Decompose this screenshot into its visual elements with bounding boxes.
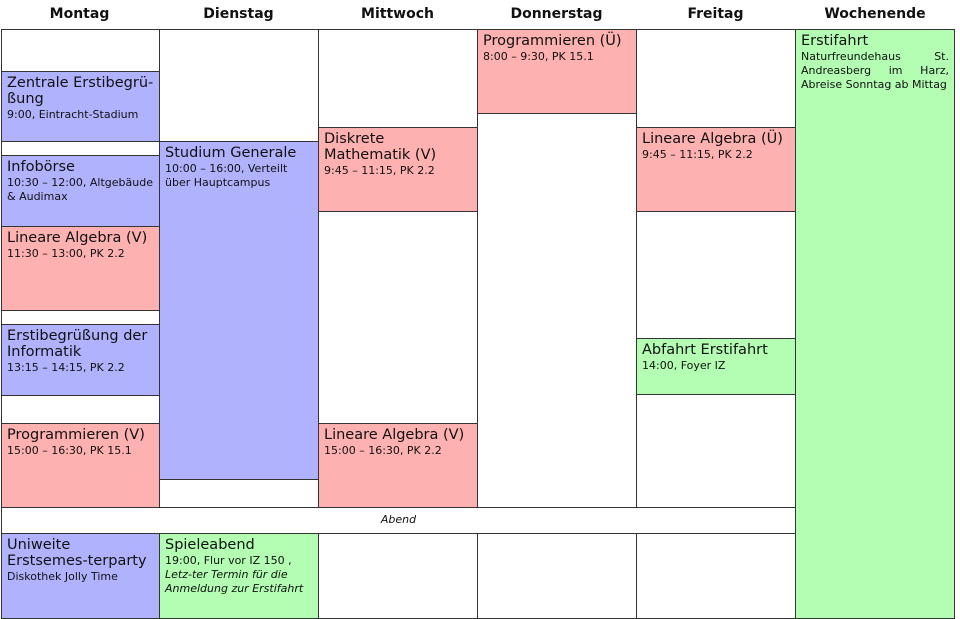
event-detail: 10:30 – 12:00, Altgebäude & Audimax [7, 176, 153, 203]
event-detail: 19:00, Flur vor IZ 150 , Letz-ter Termin… [165, 554, 313, 596]
event-title: Zentrale Erstibegrü-ßung [7, 75, 154, 107]
event-detail-note: Letz-ter Termin für die Anmeldung zur Er… [165, 568, 304, 595]
event-erstifahrt[interactable]: Erstifahrt Naturfreundehaus St. Andreasb… [795, 29, 955, 619]
event-detail: 9:00, Eintracht-Stadium [7, 108, 139, 121]
evening-mittwoch [318, 533, 478, 619]
event-title: Erstifahrt [801, 33, 869, 49]
event-title: Lineare Algebra (Ü) [642, 131, 783, 147]
event-title: Programmieren (Ü) [483, 33, 622, 49]
event-detail: 8:00 – 9:30, PK 15.1 [483, 50, 594, 63]
event-detail: 9:45 – 11:15, PK 2.2 [642, 148, 753, 161]
event-detail: 10:00 – 16:00, Verteilt über Hauptcampus [165, 162, 288, 189]
event-erstibegruessung-informatik[interactable]: Erstibegrüßung der Informatik 13:15 – 14… [1, 324, 160, 396]
header-montag: Montag [49, 6, 110, 22]
event-zentrale-erstibegruessung[interactable]: Zentrale Erstibegrü-ßung 9:00, Eintracht… [1, 71, 160, 142]
event-detail: 14:00, Foyer IZ [642, 359, 726, 372]
event-title: Lineare Algebra (V) [7, 230, 148, 246]
event-lineare-algebra-v-montag[interactable]: Lineare Algebra (V) 11:30 – 13:00, PK 2.… [1, 226, 160, 311]
event-spieleabend[interactable]: Spieleabend 19:00, Flur vor IZ 150 , Let… [159, 533, 319, 619]
header-dienstag: Dienstag [203, 6, 274, 22]
event-lineare-algebra-ue[interactable]: Lineare Algebra (Ü) 9:45 – 11:15, PK 2.2 [636, 127, 796, 212]
event-detail: Diskothek Jolly Time [7, 570, 118, 583]
event-detail: 9:45 – 11:15, PK 2.2 [324, 164, 435, 177]
event-detail: 13:15 – 14:15, PK 2.2 [7, 361, 125, 374]
event-title: Diskrete Mathematik (V) [324, 131, 437, 163]
header-mittwoch: Mittwoch [361, 6, 434, 22]
event-studium-generale[interactable]: Studium Generale 10:00 – 16:00, Verteilt… [159, 141, 319, 480]
event-title: Uniweite Erstsemes-terparty [7, 537, 147, 569]
event-diskrete-mathematik-v[interactable]: Diskrete Mathematik (V) 9:45 – 11:15, PK… [318, 127, 478, 212]
event-detail: 15:00 – 16:30, PK 2.2 [324, 444, 442, 457]
event-title: Programmieren (V) [7, 427, 145, 443]
event-uniweite-erstsemesterparty[interactable]: Uniweite Erstsemes-terparty Diskothek Jo… [1, 533, 160, 619]
event-title: Erstibegrüßung der Informatik [7, 328, 148, 360]
event-title: Abfahrt Erstifahrt [642, 342, 768, 358]
event-title: Lineare Algebra (V) [324, 427, 465, 443]
column-freitag [636, 29, 796, 508]
event-lineare-algebra-v-mittwoch[interactable]: Lineare Algebra (V) 15:00 – 16:30, PK 2.… [318, 423, 478, 508]
event-title: Spieleabend [165, 537, 255, 553]
event-detail: Naturfreundehaus St. Andreasberg im Harz… [801, 50, 949, 91]
event-abfahrt-erstifahrt[interactable]: Abfahrt Erstifahrt 14:00, Foyer IZ [636, 338, 796, 395]
header-freitag: Freitag [687, 6, 744, 22]
event-programmieren-ue[interactable]: Programmieren (Ü) 8:00 – 9:30, PK 15.1 [477, 29, 637, 114]
event-infoboerse[interactable]: Infobörse 10:30 – 12:00, Altgebäude & Au… [1, 155, 160, 227]
header-donnerstag: Donnerstag [510, 6, 603, 22]
event-detail-main: 19:00, Flur vor IZ 150 , [165, 554, 292, 567]
header-wochenende: Wochenende [824, 6, 926, 22]
event-detail: 15:00 – 16:30, PK 15.1 [7, 444, 132, 457]
evening-freitag [636, 533, 796, 619]
event-detail: 11:30 – 13:00, PK 2.2 [7, 247, 125, 260]
event-title: Studium Generale [165, 145, 297, 161]
event-title: Infobörse [7, 159, 75, 175]
abend-divider: Abend [1, 507, 796, 534]
evening-donnerstag [477, 533, 637, 619]
event-programmieren-v[interactable]: Programmieren (V) 15:00 – 16:30, PK 15.1 [1, 423, 160, 508]
